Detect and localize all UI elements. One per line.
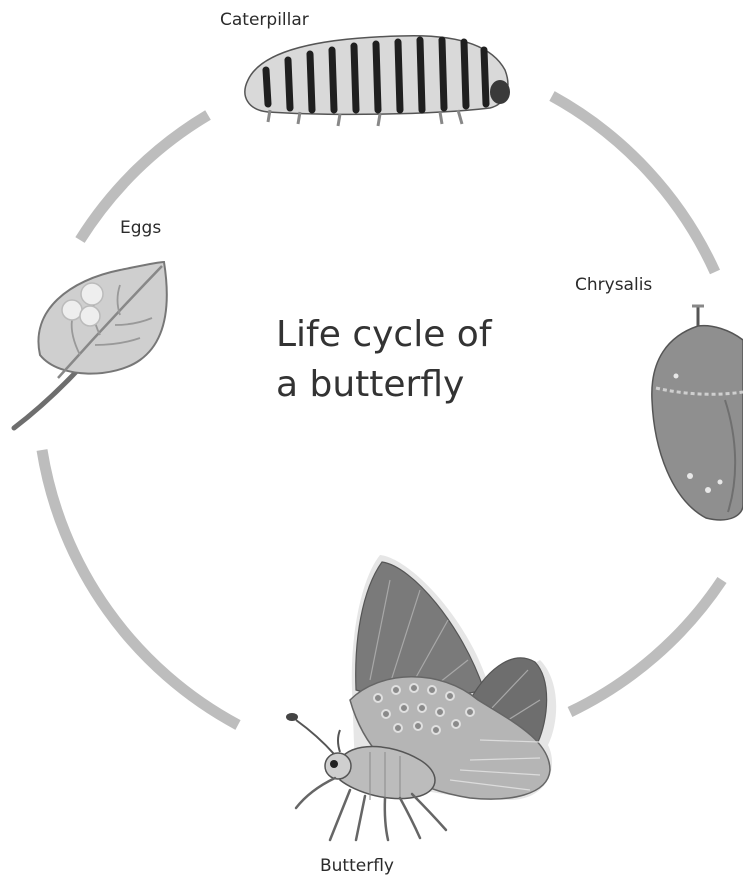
arc-chrysalis-to-butterfly (570, 580, 722, 712)
arc-butterfly-to-eggs (42, 450, 238, 725)
butterfly-illustration (286, 555, 556, 840)
butterfly-label: Butterfly (320, 856, 394, 876)
caterpillar-label: Caterpillar (220, 10, 309, 30)
leaf-with-eggs-illustration (14, 262, 167, 428)
diagram-title: Life cycle of a butterfly (276, 310, 492, 410)
title-line-2: a butterfly (276, 360, 492, 410)
chrysalis-illustration (652, 305, 743, 520)
arc-caterpillar-to-chrysalis (552, 96, 715, 272)
caterpillar-illustration (245, 36, 510, 126)
title-line-1: Life cycle of (276, 310, 492, 360)
eggs-label: Eggs (120, 218, 161, 238)
chrysalis-label: Chrysalis (575, 275, 652, 295)
